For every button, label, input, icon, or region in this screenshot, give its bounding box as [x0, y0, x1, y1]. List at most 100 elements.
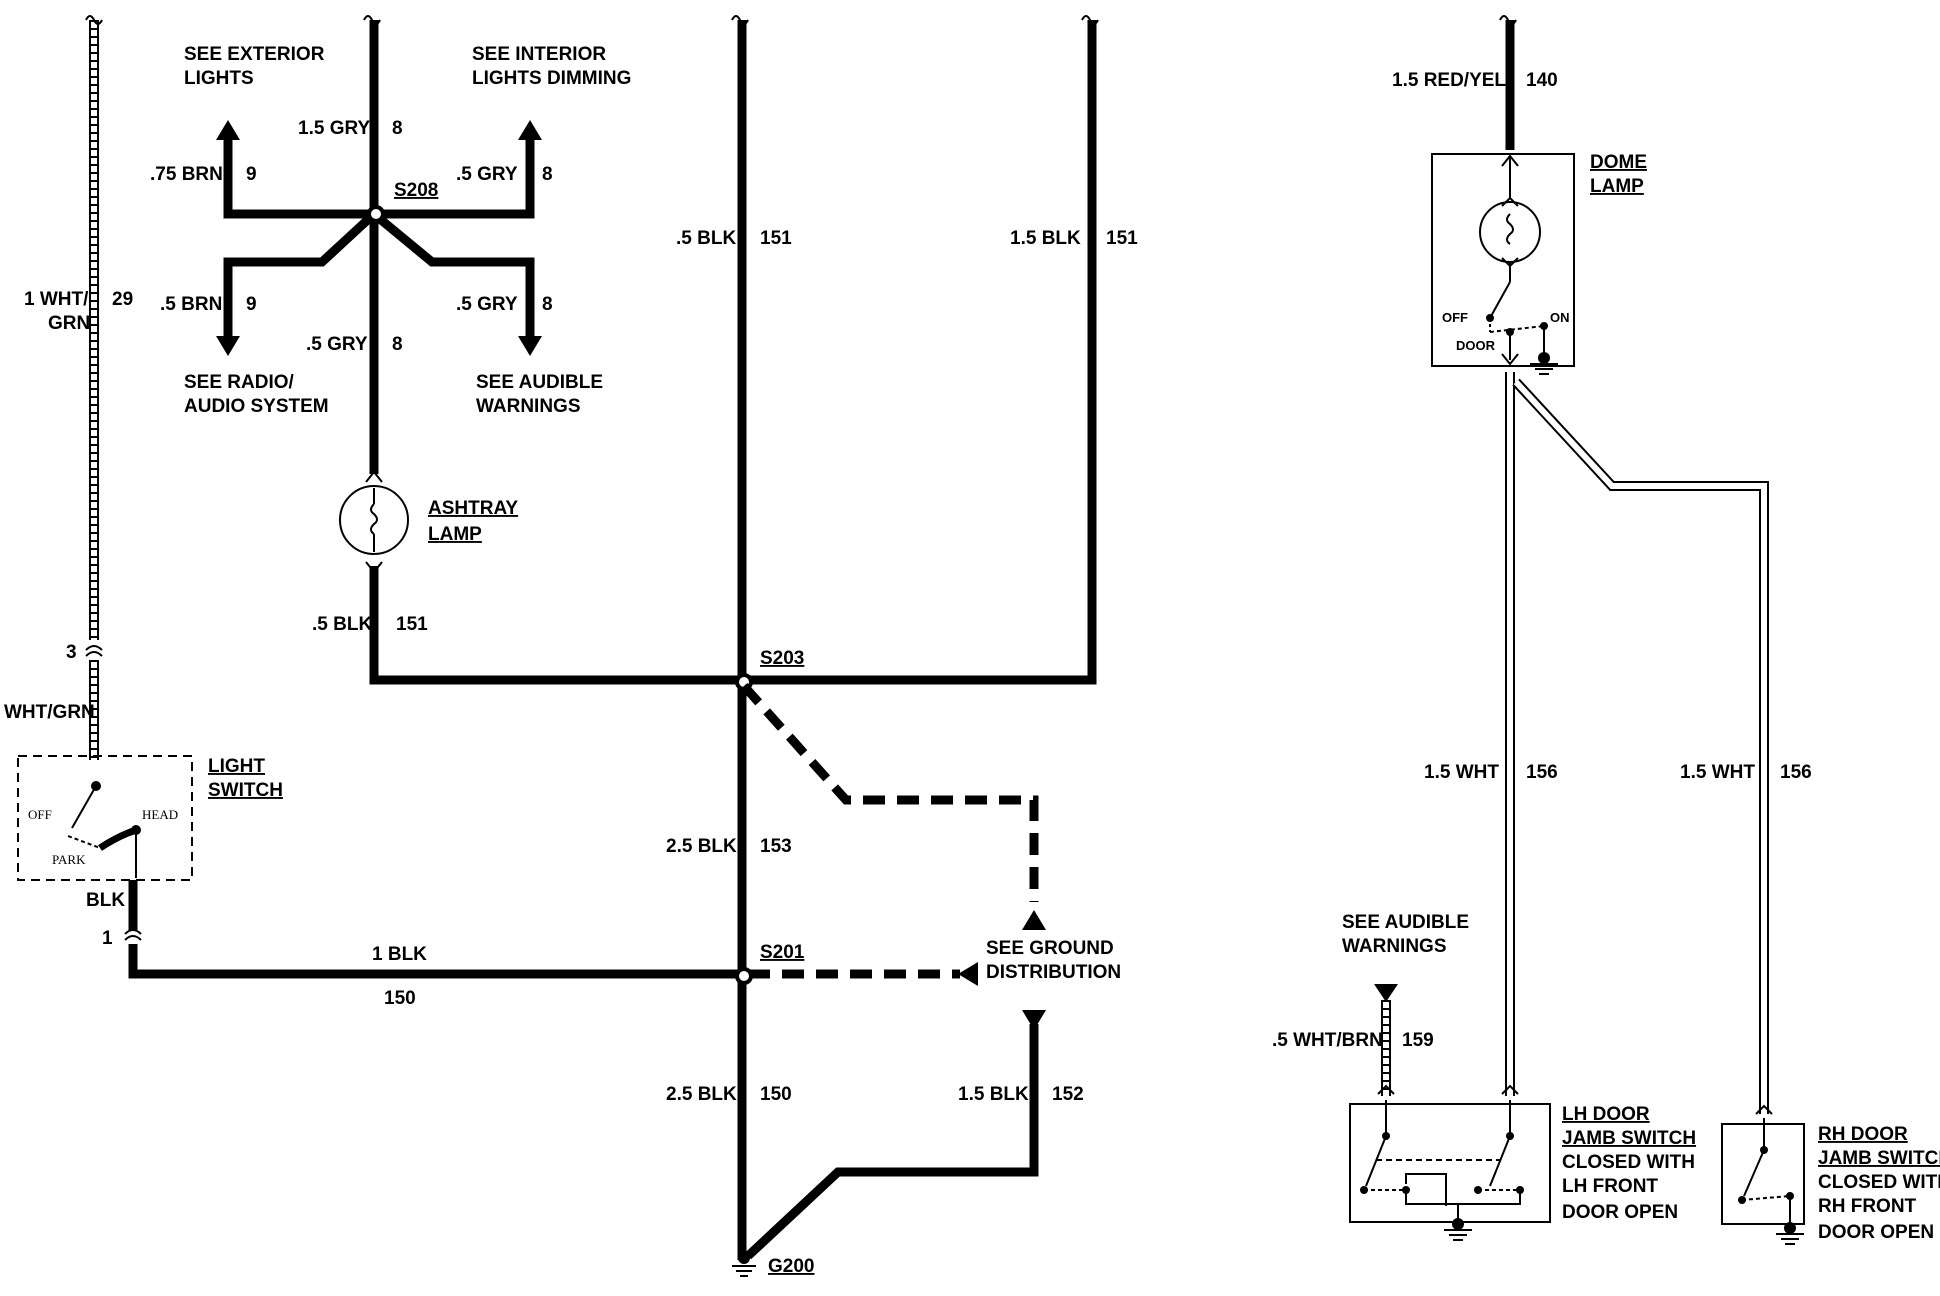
- s208-branches: [216, 120, 542, 356]
- red-yel-number: 140: [1526, 70, 1558, 91]
- dome-off-label: OFF: [1442, 310, 1468, 325]
- ground-dashed-upper: [740, 682, 1039, 902]
- splice-s203-label: S203: [760, 648, 804, 669]
- blk-153-number: 153: [760, 836, 792, 857]
- dome-lamp: [1431, 153, 1575, 375]
- wire-151-ashtray: [369, 566, 740, 685]
- dome-label-1: DOME: [1590, 152, 1647, 173]
- blk-152-number: 152: [1052, 1084, 1084, 1105]
- wire-159-wht-brn: [1377, 1000, 1395, 1096]
- ground-g200: [732, 1252, 756, 1277]
- lh-label-2: JAMB SWITCH: [1562, 1128, 1696, 1149]
- gry-lower-r-number: 8: [542, 294, 553, 315]
- see-audible-1: SEE AUDIBLE: [476, 372, 603, 393]
- wire-150-1blk: [128, 944, 744, 979]
- gry-upper-r-label: .5 GRY: [456, 164, 518, 185]
- ashtray-label-1: ASHTRAY: [428, 498, 518, 519]
- splice-s201-label: S201: [760, 942, 805, 963]
- wht-rh-number: 156: [1780, 762, 1812, 783]
- see-exterior-1: SEE EXTERIOR: [184, 44, 325, 65]
- light-switch-label-2: SWITCH: [208, 780, 283, 801]
- wht-lh-label: 1.5 WHT: [1424, 762, 1499, 783]
- see-ground-1: SEE GROUND: [986, 938, 1114, 959]
- wire-156-rh: [1512, 378, 1773, 1115]
- ashtray-lamp: [339, 470, 409, 574]
- blk-center-label: .5 BLK: [676, 228, 736, 249]
- see-interior-1: SEE INTERIOR: [472, 44, 606, 65]
- blk-150-b-number: 150: [760, 1084, 792, 1105]
- blk-150-b-label: 2.5 BLK: [666, 1084, 737, 1105]
- dome-door-label: DOOR: [1456, 338, 1496, 353]
- ashtray-label-2: LAMP: [428, 524, 482, 545]
- brn-upper-label: .75 BRN: [150, 164, 223, 185]
- blk-153-label: 2.5 BLK: [666, 836, 737, 857]
- connector-3-label: 3: [66, 642, 77, 663]
- gry-top-label: 1.5 GRY: [298, 118, 370, 139]
- wire-150-1blk-label: 1 BLK: [372, 944, 427, 965]
- see-radio-2: AUDIO SYSTEM: [184, 396, 329, 417]
- wire-152: [744, 1024, 1039, 1260]
- wire-150-1blk-number: 150: [384, 988, 416, 1009]
- wire-29-number: 29: [112, 289, 133, 310]
- rh-door-jamb-switch: [1721, 1118, 1805, 1245]
- wire-151-center: [731, 15, 749, 1260]
- dome-label-2: LAMP: [1590, 176, 1644, 197]
- see-audible-r2: WARNINGS: [1342, 936, 1447, 957]
- wht-lh-number: 156: [1526, 762, 1558, 783]
- wire-156-lh: [1501, 372, 1519, 1096]
- lh-label-3: CLOSED WITH: [1562, 1152, 1695, 1173]
- wire-gry-vertical: [363, 15, 381, 474]
- gry-top-number: 8: [392, 118, 403, 139]
- wht-grn-switch-label: WHT/GRN: [4, 702, 95, 723]
- brn-lower-label: .5 BRN: [160, 294, 222, 315]
- gry-upper-r-number: 8: [542, 164, 553, 185]
- rh-label-2: JAMB SWITCH: [1818, 1148, 1940, 1169]
- wire-29-label-1: 1 WHT/: [24, 289, 89, 310]
- connector-1-label: 1: [102, 928, 113, 949]
- see-audible-2: WARNINGS: [476, 396, 581, 417]
- blk-right-label: 1.5 BLK: [1010, 228, 1081, 249]
- lh-label-5: DOOR OPEN: [1562, 1202, 1678, 1223]
- blk-center-number: 151: [760, 228, 792, 249]
- wht-brn-number: 159: [1402, 1030, 1434, 1051]
- gry-mid-label: .5 GRY: [306, 334, 368, 355]
- splice-s208-label: S208: [394, 180, 438, 201]
- wire-29-label-2: GRN: [48, 313, 90, 334]
- blk-right-number: 151: [1106, 228, 1138, 249]
- lh-door-jamb-switch: [1349, 1100, 1551, 1241]
- ground-g200-label: G200: [768, 1256, 814, 1277]
- see-ground-2: DISTRIBUTION: [986, 962, 1121, 983]
- wire-29-wht-grn: [85, 15, 103, 760]
- see-radio-1: SEE RADIO/: [184, 372, 295, 393]
- see-exterior-2: LIGHTS: [184, 68, 254, 89]
- lh-label-1: LH DOOR: [1562, 1104, 1650, 1125]
- rh-label-1: RH DOOR: [1818, 1124, 1908, 1145]
- wht-brn-label: .5 WHT/BRN: [1272, 1030, 1383, 1051]
- brn-upper-number: 9: [246, 164, 257, 185]
- brn-lower-number: 9: [246, 294, 257, 315]
- switch-head-label: HEAD: [142, 807, 178, 822]
- see-interior-2: LIGHTS DIMMING: [472, 68, 631, 89]
- switch-off-label: OFF: [28, 807, 52, 822]
- lh-label-4: LH FRONT: [1562, 1176, 1658, 1197]
- light-switch: [17, 755, 193, 881]
- light-switch-label-1: LIGHT: [208, 756, 265, 777]
- red-yel-label: 1.5 RED/YEL: [1392, 70, 1506, 91]
- rh-label-3: CLOSED WITH: [1818, 1172, 1940, 1193]
- switch-park-label: PARK: [52, 852, 86, 867]
- see-audible-r1: SEE AUDIBLE: [1342, 912, 1469, 933]
- connector-3: [85, 645, 103, 657]
- gry-lower-r-label: .5 GRY: [456, 294, 518, 315]
- blk-152-label: 1.5 BLK: [958, 1084, 1029, 1105]
- dome-on-label: ON: [1550, 310, 1570, 325]
- blk-ashtray-number: 151: [396, 614, 428, 635]
- wire-140-red-yel: [1499, 15, 1517, 150]
- gry-mid-number: 8: [392, 334, 403, 355]
- connector-1: [124, 929, 142, 941]
- blk-ashtray-label: .5 BLK: [312, 614, 372, 635]
- blk-switch-label: BLK: [86, 890, 125, 911]
- wht-rh-label: 1.5 WHT: [1680, 762, 1755, 783]
- wire-151-right: [742, 15, 1099, 685]
- rh-label-4: RH FRONT: [1818, 1196, 1917, 1217]
